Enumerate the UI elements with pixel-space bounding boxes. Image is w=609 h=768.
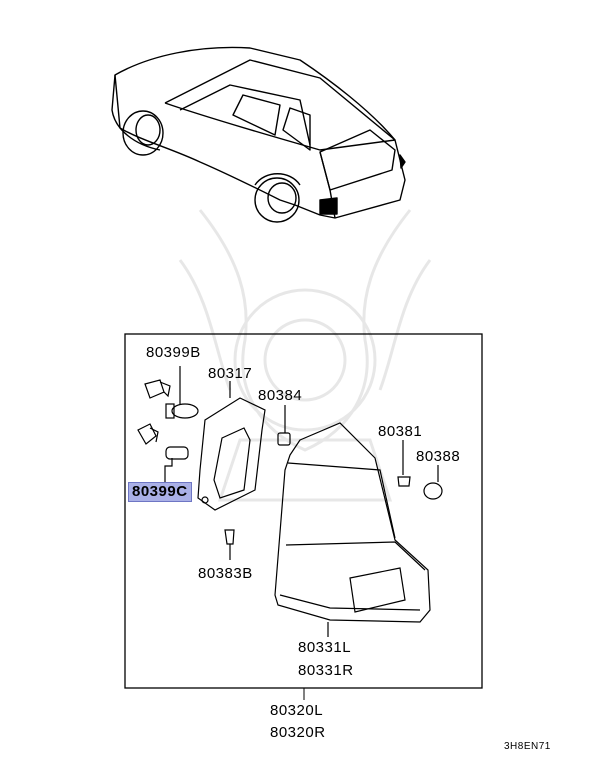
diagram-code: 3H8EN71	[504, 741, 551, 752]
gasket-80317	[197, 381, 266, 511]
watermark-emblem	[178, 209, 432, 502]
bulb-80399b	[144, 366, 199, 419]
label-80399c[interactable]: 80399C	[128, 482, 192, 502]
car-illustration	[111, 46, 406, 223]
label-80320l[interactable]: 80320L	[270, 702, 324, 719]
label-80381[interactable]: 80381	[378, 423, 423, 440]
label-80399b[interactable]: 80399B	[146, 344, 201, 361]
screw-80381	[397, 440, 411, 487]
label-80317[interactable]: 80317	[208, 365, 253, 382]
label-80331l[interactable]: 80331L	[298, 639, 352, 656]
label-80331r[interactable]: 80331R	[298, 662, 354, 679]
bulb-80399c	[137, 423, 189, 482]
label-80384[interactable]: 80384	[258, 387, 303, 404]
cap-80388	[423, 465, 443, 500]
label-80320r[interactable]: 80320R	[270, 724, 326, 741]
label-80388[interactable]: 80388	[416, 448, 461, 465]
lamp-housing-80331	[274, 422, 431, 637]
assembly-frame	[124, 333, 483, 689]
label-80383b[interactable]: 80383B	[198, 565, 253, 582]
clip-80383b	[224, 529, 235, 560]
screw-80384	[277, 405, 291, 446]
